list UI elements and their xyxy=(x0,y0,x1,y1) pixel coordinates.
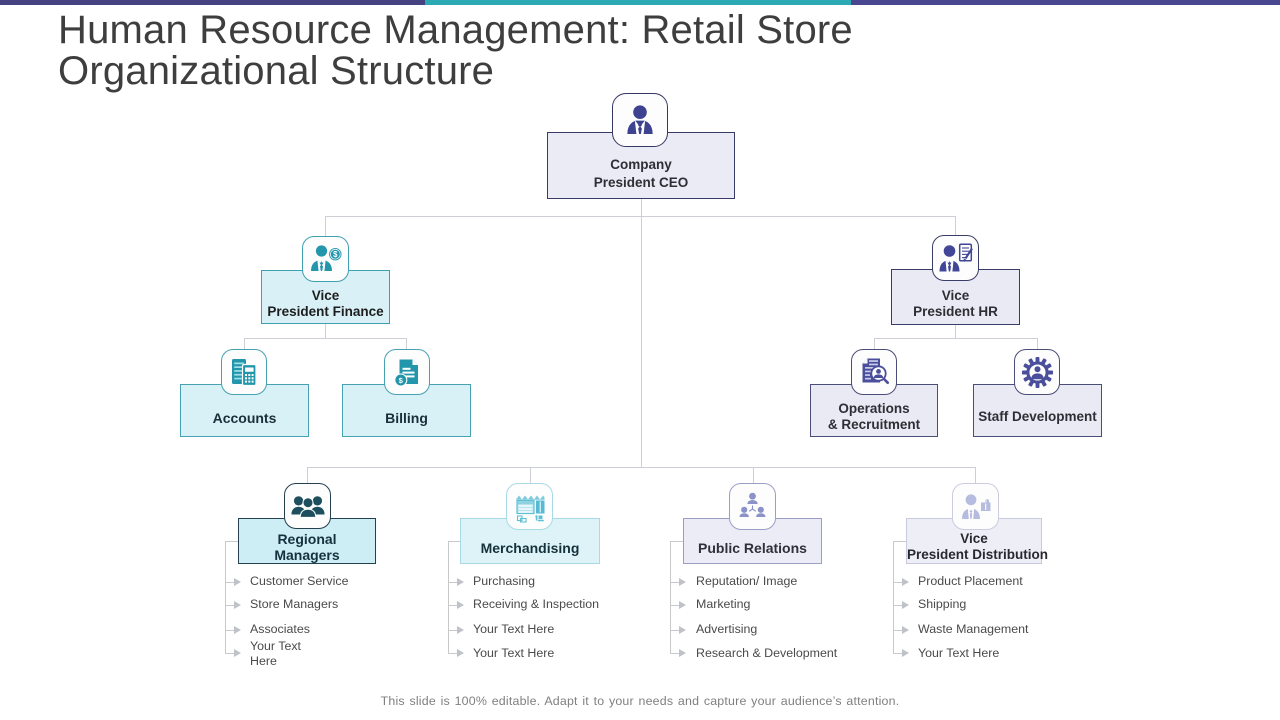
svg-text:$: $ xyxy=(333,250,338,259)
svg-text:$: $ xyxy=(399,375,404,384)
